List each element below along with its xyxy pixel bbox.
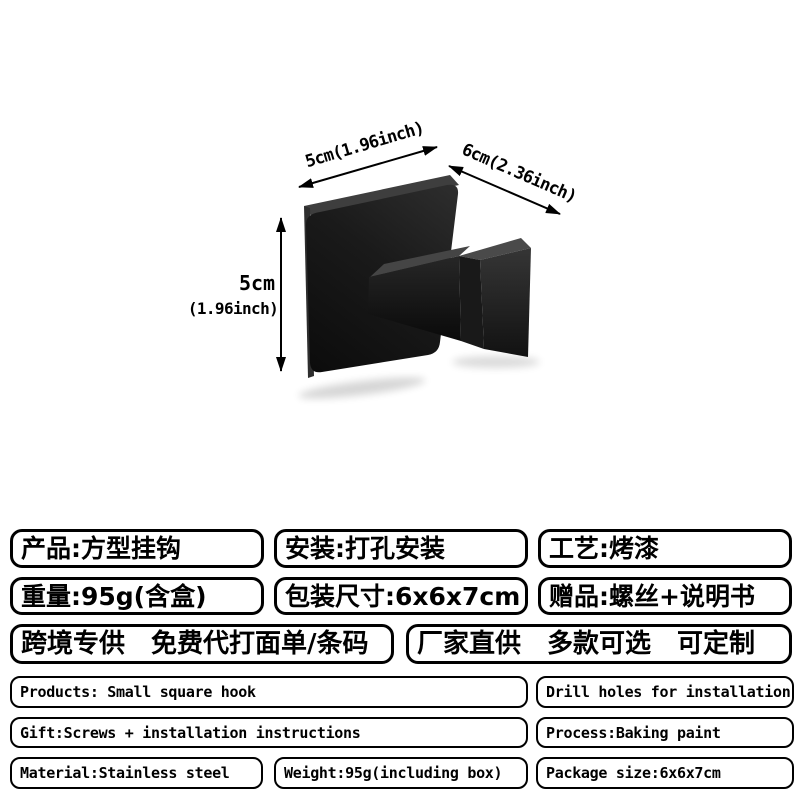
plate-shadow [298, 377, 426, 399]
spec-box-gift-en: Gift:Screws + installation instructions [10, 717, 528, 748]
height-dimension-value: 5cm [239, 271, 275, 295]
hook-tip-shadow [452, 356, 540, 368]
width-dimension-label: 5cm(1.96inch) [303, 118, 426, 172]
spec-box-process-cn: 工艺:烤漆 [538, 529, 792, 568]
hook-arm-top-face [370, 246, 470, 277]
spec-box-process-en: Process:Baking paint [536, 717, 794, 748]
banner-factory-supply: 厂家直供 多款可选 可定制 [406, 624, 792, 664]
height-dimension-inch: (1.96inch) [188, 299, 278, 318]
spec-box-weight-en: Weight:95g(including box) [274, 757, 528, 789]
spec-box-package-en: Package size:6x6x7cm [536, 757, 794, 789]
hook-arm-front-face [368, 256, 461, 341]
hook-tip-top-face [459, 238, 531, 260]
depth-dimension-arrow [448, 165, 561, 215]
spec-box-package-cn: 包装尺寸:6x6x7cm [274, 577, 528, 615]
spec-box-gift-cn: 赠品:螺丝+说明书 [538, 577, 792, 615]
spec-box-material-en: Material:Stainless steel [10, 757, 263, 789]
spec-box-install-cn: 安装:打孔安装 [274, 529, 528, 568]
spec-box-weight-cn: 重量:95g(含盒) [10, 577, 264, 615]
spec-box-product-en: Products: Small square hook [10, 676, 528, 708]
banner-cross-border: 跨境专供 免费代打面单/条码 [10, 624, 394, 664]
spec-box-drill-en: Drill holes for installation [536, 676, 794, 708]
product-photo: 5cm(1.96inch) 6cm(2.36inch) 5cm (1.96inc… [188, 118, 579, 399]
width-dimension-arrow [298, 146, 438, 188]
hook-tip-left-face [459, 256, 484, 349]
spec-box-product-cn: 产品:方型挂钩 [10, 529, 264, 568]
hook-tip-front-face [480, 248, 531, 357]
